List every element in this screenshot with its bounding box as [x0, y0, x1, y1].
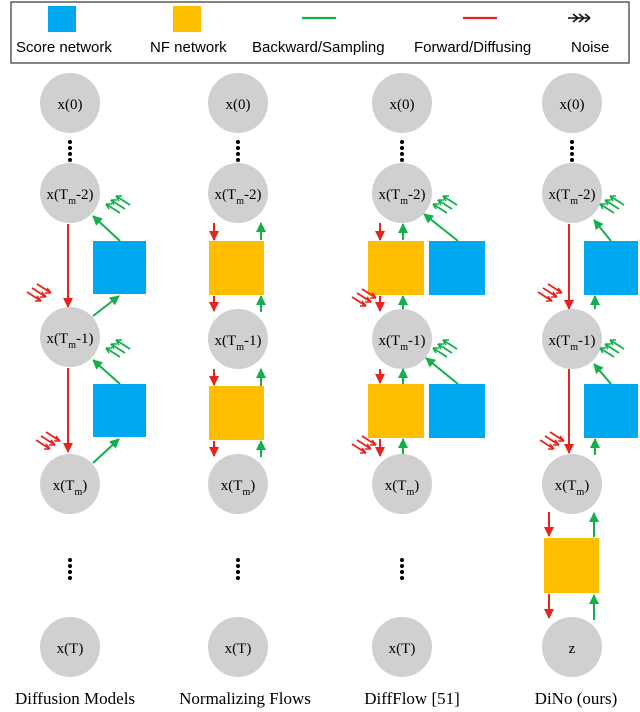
backward-arrow: [92, 438, 120, 464]
node-xTm-1: [372, 309, 432, 369]
score-network-box: [429, 384, 485, 438]
ellipsis-dots: [400, 558, 404, 580]
ellipsis-dots: [68, 140, 72, 162]
column-title: Normalizing Flows: [179, 689, 311, 708]
column-title: Diffusion Models: [15, 689, 135, 708]
column-diffflow: x(0) x(Tm-2) x(Tm-1) x(Tm) x(T) Diff: [351, 73, 485, 708]
node-x0-label: x(0): [390, 97, 415, 113]
node-xTm-2: [40, 163, 100, 223]
node-xT-label: x(T): [57, 641, 84, 657]
node-xTm-1-label: x(Tm-1): [379, 333, 426, 353]
noise-icon: [26, 283, 52, 302]
legend-frame: [10, 1, 630, 64]
column-title: DiffFlow [51]: [364, 689, 460, 708]
node-xTm-1: [208, 309, 268, 369]
node-xTm: [208, 454, 268, 514]
backward-arrow: [92, 215, 121, 242]
node-x0: [40, 73, 100, 133]
node-xTm: [40, 454, 100, 514]
legend-noise-icon: [568, 13, 591, 23]
nf-network-box: [368, 384, 424, 438]
backward-arrow: [593, 219, 612, 242]
score-network-box: [429, 241, 485, 295]
node-x0-label: x(0): [58, 97, 83, 113]
node-x0-label: x(0): [226, 97, 251, 113]
node-xTm-2-label: x(Tm-2): [47, 187, 94, 207]
node-z: [542, 617, 602, 677]
node-xT-label: x(T): [389, 641, 416, 657]
node-xTm-label: x(Tm): [221, 478, 255, 498]
node-xTm-2-label: x(Tm-2): [215, 187, 262, 207]
node-xTm-1-label: x(Tm-1): [47, 331, 94, 351]
noise-icon: [432, 339, 458, 358]
noise-icon: [537, 283, 563, 302]
legend-forward-label: Forward/Diffusing: [414, 39, 531, 56]
noise-icon: [599, 195, 625, 214]
node-xT-label: x(T): [225, 641, 252, 657]
legend-nf-swatch: [173, 6, 201, 32]
ellipsis-dots: [570, 140, 574, 162]
ellipsis-dots: [236, 558, 240, 580]
column-diffusion-models: x(0) x(Tm-2) x(Tm-1) x(Tm) x(T) Diffusio…: [15, 73, 146, 708]
column-dino: x(0) x(Tm-2) x(Tm-1) x(Tm) z DiNo (ours): [535, 73, 638, 708]
score-network-box: [93, 384, 146, 437]
legend-score-label: Score network: [16, 39, 112, 56]
node-xTm-2-label: x(Tm-2): [549, 187, 596, 207]
ellipsis-dots: [68, 558, 72, 580]
noise-icon: [105, 195, 131, 214]
nf-network-box: [209, 386, 264, 440]
node-xTm-label: x(Tm): [53, 478, 87, 498]
noise-icon: [35, 431, 61, 450]
node-x0-label: x(0): [560, 97, 585, 113]
noise-icon: [539, 431, 565, 450]
backward-arrow: [423, 213, 459, 242]
legend-score-swatch: [48, 6, 76, 32]
backward-arrow: [593, 363, 612, 385]
node-z-label: z: [569, 641, 576, 657]
node-xT: [372, 617, 432, 677]
node-xTm-2-label: x(Tm-2): [379, 187, 426, 207]
node-xTm-2: [372, 163, 432, 223]
column-normalizing-flows: x(0) x(Tm-2) x(Tm-1) x(Tm) x(T) Normaliz…: [179, 73, 311, 708]
node-xTm-2: [208, 163, 268, 223]
ellipsis-dots: [400, 140, 404, 162]
legend-backward-label: Backward/Sampling: [252, 39, 385, 56]
backward-arrow: [92, 295, 120, 317]
node-xTm: [372, 454, 432, 514]
score-network-box: [584, 384, 638, 438]
noise-icon: [599, 339, 625, 358]
node-xTm-1-label: x(Tm-1): [549, 333, 596, 353]
backward-arrow: [425, 357, 459, 385]
score-network-box: [93, 241, 146, 294]
node-xTm-1: [542, 309, 602, 369]
node-x0: [542, 73, 602, 133]
node-xT: [40, 617, 100, 677]
node-xTm-1: [40, 307, 100, 367]
noise-icon: [432, 195, 458, 214]
nf-network-box: [209, 241, 264, 295]
score-network-box: [584, 241, 638, 295]
node-xTm-1-label: x(Tm-1): [215, 333, 262, 353]
node-xTm-label: x(Tm): [555, 478, 589, 498]
node-xTm: [542, 454, 602, 514]
legend-nf-label: NF network: [150, 39, 227, 56]
column-title: DiNo (ours): [535, 689, 618, 708]
legend-noise-label: Noise: [571, 39, 609, 56]
noise-icon: [351, 435, 377, 454]
node-x0: [372, 73, 432, 133]
ellipsis-dots: [236, 140, 240, 162]
nf-network-box: [544, 538, 599, 593]
node-x0: [208, 73, 268, 133]
nf-network-box: [368, 241, 424, 295]
backward-arrow: [92, 359, 121, 385]
node-xTm-2: [542, 163, 602, 223]
node-xTm-label: x(Tm): [385, 478, 419, 498]
noise-icon: [105, 339, 131, 358]
legend: Score network NF network Backward/Sampli…: [10, 1, 630, 64]
node-xT: [208, 617, 268, 677]
